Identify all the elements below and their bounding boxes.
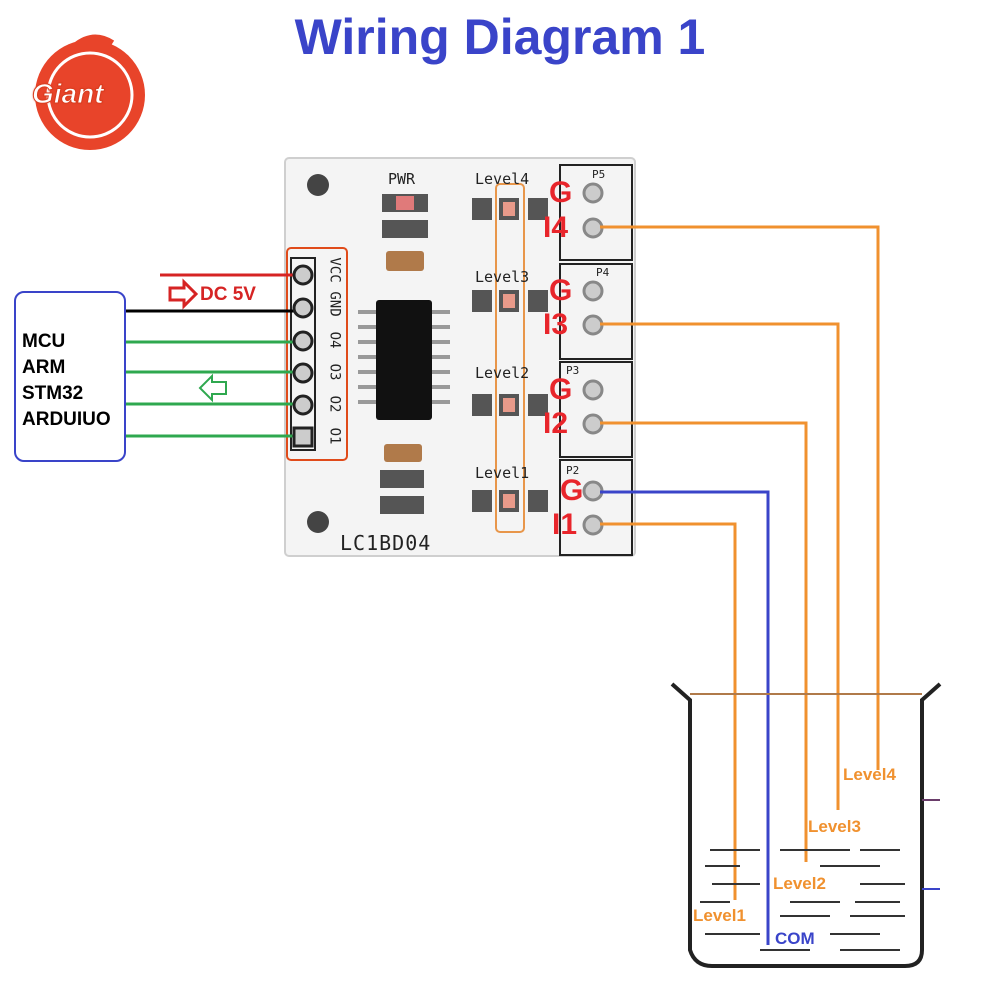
header-pin-label: O3 [326,363,343,381]
dc-5v-label: DC 5V [200,284,256,305]
header-pin-label: O1 [326,427,343,445]
port-box-p4 [559,263,633,360]
arrow-left-icon [198,373,227,403]
mcu-line: ARM [22,357,66,378]
port-label: P4 [596,266,610,279]
com-wire [600,490,770,945]
g-pin-label: G [549,274,573,307]
probe-label-level3: Level3 [808,817,861,836]
pwr-label: PWR [388,170,416,188]
g-pin-label: G [549,373,573,406]
header-pin-label: VCC [326,257,343,283]
i-pin-label: I4 [543,211,569,244]
board-model: LC1BD04 [340,531,432,555]
board-level-label: Level2 [475,364,530,382]
pcb-board [284,157,636,557]
i-pin-label: I3 [543,308,569,341]
arrow-right-icon [168,278,199,310]
water-tank [670,682,942,968]
header-pin-label: O2 [326,395,343,413]
board-level-label: Level1 [475,464,530,482]
g-pin-label: G [560,474,584,507]
i-pin-label: I2 [543,407,569,440]
ic-chip [358,300,450,420]
g-pin-label: G [549,176,573,209]
port-label: P2 [566,464,580,477]
i2-wire [600,421,808,862]
i3-wire [600,322,840,810]
title-text: Wiring Diagram 1 [294,9,706,65]
port-label: P3 [566,364,580,377]
port-box-p2 [559,459,633,556]
port-box-p3 [559,361,633,458]
i1-wire [600,522,737,900]
probe-label-level2: Level2 [773,874,826,893]
i-pin-label: I1 [552,508,578,541]
mcu-box: MCU ARM STM32 ARDUIUO [14,291,126,462]
i4-wire [600,225,880,770]
header-outline [286,247,348,461]
port-label: P5 [592,168,606,181]
mcu-line: MCU [22,331,66,352]
terminals [582,182,604,536]
com-label: COM [775,929,815,948]
giant-logo [35,34,145,150]
header-pin-label: O4 [326,331,343,349]
header-pin-label: GND [326,291,343,317]
port-box-p5 [559,164,633,261]
page-title: Wiring Diagram 1 [0,8,1000,66]
mcu-line: STM32 [22,383,84,404]
header-pins [292,264,314,448]
probe-label-level1: Level1 [693,906,746,925]
mcu-line: ARDUIUO [22,409,111,430]
board-level-label: Level3 [475,268,530,286]
board-level-label: Level4 [475,170,530,188]
probe-label-level4: Level4 [843,765,896,784]
logo-text: Giant [32,78,105,110]
